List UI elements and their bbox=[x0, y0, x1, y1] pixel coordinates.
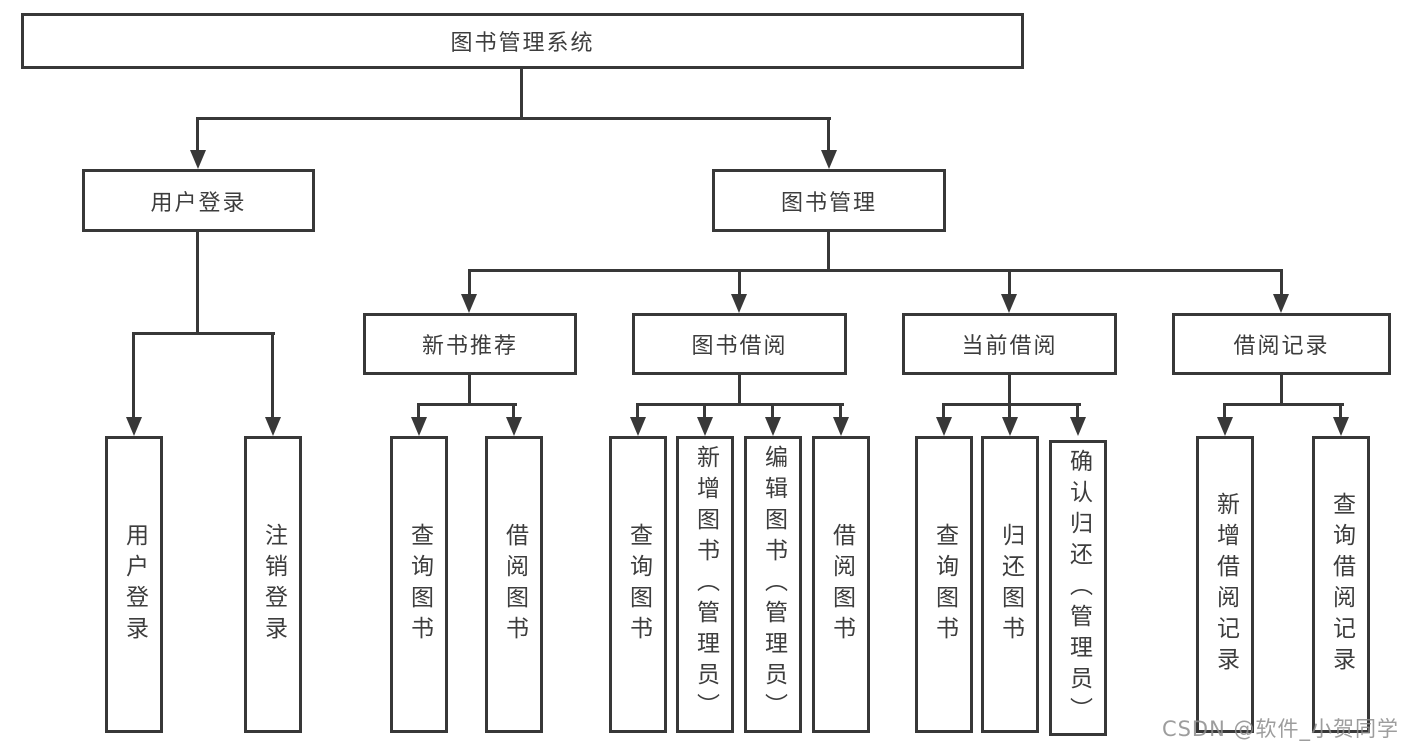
node-label: 查询图书 bbox=[406, 522, 433, 647]
node-label: 新书推荐 bbox=[421, 334, 518, 359]
arrow-down-icon bbox=[697, 417, 713, 436]
arrow-down-icon bbox=[821, 150, 837, 169]
arrow-down-icon bbox=[1217, 417, 1233, 436]
arrow-down-icon bbox=[1001, 294, 1017, 313]
node-book-management: 图书管理 bbox=[712, 169, 946, 232]
arrow-down-icon bbox=[833, 417, 849, 436]
node-label: 查询借阅记录 bbox=[1328, 491, 1355, 678]
connector-line bbox=[1339, 403, 1342, 419]
connector-line bbox=[1076, 403, 1079, 419]
connector-line bbox=[1008, 375, 1011, 405]
node-query-books-current: 查询图书 bbox=[915, 436, 973, 733]
node-label: 查询图书 bbox=[625, 522, 652, 647]
connector-line bbox=[738, 375, 741, 405]
arrow-down-icon bbox=[506, 417, 522, 436]
connector-line bbox=[417, 403, 420, 419]
node-return-books: 归还图书 bbox=[981, 436, 1039, 733]
node-label: 借阅图书 bbox=[828, 522, 855, 647]
node-add-books-admin: 新增图书（管理员） bbox=[676, 436, 734, 733]
node-label: 归还图书 bbox=[997, 522, 1024, 647]
connector-line bbox=[468, 269, 1282, 272]
csdn-watermark: CSDN @软件_小贺同学 bbox=[1161, 717, 1399, 741]
arrow-down-icon bbox=[190, 150, 206, 169]
connector-line bbox=[636, 403, 844, 406]
connector-line bbox=[417, 403, 517, 406]
connector-line bbox=[1223, 403, 1226, 419]
node-label: 编辑图书（管理员） bbox=[760, 445, 787, 724]
node-logout: 注销登录 bbox=[244, 436, 302, 733]
node-current-borrowing: 当前借阅 bbox=[902, 313, 1117, 375]
node-borrow-books-recommend: 借阅图书 bbox=[485, 436, 543, 733]
connector-line bbox=[1008, 403, 1011, 419]
arrow-down-icon bbox=[1273, 294, 1289, 313]
node-label: 用户登录 bbox=[150, 190, 247, 216]
node-label: 注销登录 bbox=[260, 522, 287, 647]
connector-line bbox=[827, 232, 830, 272]
connector-line bbox=[1008, 269, 1011, 296]
node-label: 查询图书 bbox=[931, 522, 958, 647]
node-user-login-branch: 用户登录 bbox=[82, 169, 315, 232]
connector-line bbox=[738, 269, 741, 296]
arrow-down-icon bbox=[461, 294, 477, 313]
connector-line bbox=[196, 117, 199, 153]
node-add-borrow-record: 新增借阅记录 bbox=[1196, 436, 1254, 733]
connector-line bbox=[512, 403, 515, 419]
connector-line bbox=[271, 332, 274, 418]
node-book-borrowing: 图书借阅 bbox=[632, 313, 847, 375]
node-borrowing-records: 借阅记录 bbox=[1172, 313, 1391, 375]
node-label: 新增借阅记录 bbox=[1212, 491, 1239, 678]
arrow-down-icon bbox=[126, 417, 142, 436]
node-label: 图书管理 bbox=[780, 190, 877, 216]
connector-line bbox=[942, 403, 945, 419]
node-label: 当前借阅 bbox=[961, 334, 1058, 359]
connector-line bbox=[1223, 403, 1344, 406]
arrow-down-icon bbox=[765, 417, 781, 436]
arrow-down-icon bbox=[1333, 417, 1349, 436]
node-borrow-books-borrowing: 借阅图书 bbox=[812, 436, 870, 733]
node-query-books-recommend: 查询图书 bbox=[390, 436, 448, 733]
connector-line bbox=[827, 117, 830, 153]
connector-line bbox=[468, 375, 471, 405]
node-label: 借阅图书 bbox=[501, 522, 528, 647]
node-query-books-borrowing: 查询图书 bbox=[609, 436, 667, 733]
connector-line bbox=[839, 403, 842, 419]
arrow-down-icon bbox=[936, 417, 952, 436]
node-edit-books-admin: 编辑图书（管理员） bbox=[744, 436, 802, 733]
node-library-management-system: 图书管理系统 bbox=[21, 13, 1024, 69]
arrow-down-icon bbox=[1070, 417, 1086, 436]
connector-line bbox=[771, 403, 774, 419]
arrow-down-icon bbox=[265, 417, 281, 436]
arrow-down-icon bbox=[731, 294, 747, 313]
connector-line bbox=[520, 69, 523, 118]
connector-line bbox=[1280, 269, 1283, 296]
node-label: 确认归还（管理员） bbox=[1065, 448, 1092, 728]
connector-line bbox=[942, 403, 1081, 406]
node-confirm-return-admin: 确认归还（管理员） bbox=[1049, 440, 1107, 736]
connector-line bbox=[703, 403, 706, 419]
connector-line bbox=[468, 269, 471, 296]
node-label: 图书借阅 bbox=[691, 334, 788, 359]
connector-line bbox=[1280, 375, 1283, 405]
node-new-book-recommendation: 新书推荐 bbox=[363, 313, 577, 375]
node-label: 新增图书（管理员） bbox=[692, 445, 719, 724]
connector-line bbox=[196, 232, 199, 335]
arrow-down-icon bbox=[630, 417, 646, 436]
node-user-login: 用户登录 bbox=[105, 436, 163, 733]
arrow-down-icon bbox=[1002, 417, 1018, 436]
node-query-borrow-record: 查询借阅记录 bbox=[1312, 436, 1370, 733]
arrow-down-icon bbox=[411, 417, 427, 436]
connector-line bbox=[636, 403, 639, 419]
connector-line bbox=[132, 332, 135, 418]
node-label: 用户登录 bbox=[121, 522, 148, 647]
node-label: 借阅记录 bbox=[1233, 334, 1330, 359]
connector-line bbox=[196, 117, 831, 120]
connector-line bbox=[132, 332, 275, 335]
node-label: 图书管理系统 bbox=[450, 31, 595, 56]
